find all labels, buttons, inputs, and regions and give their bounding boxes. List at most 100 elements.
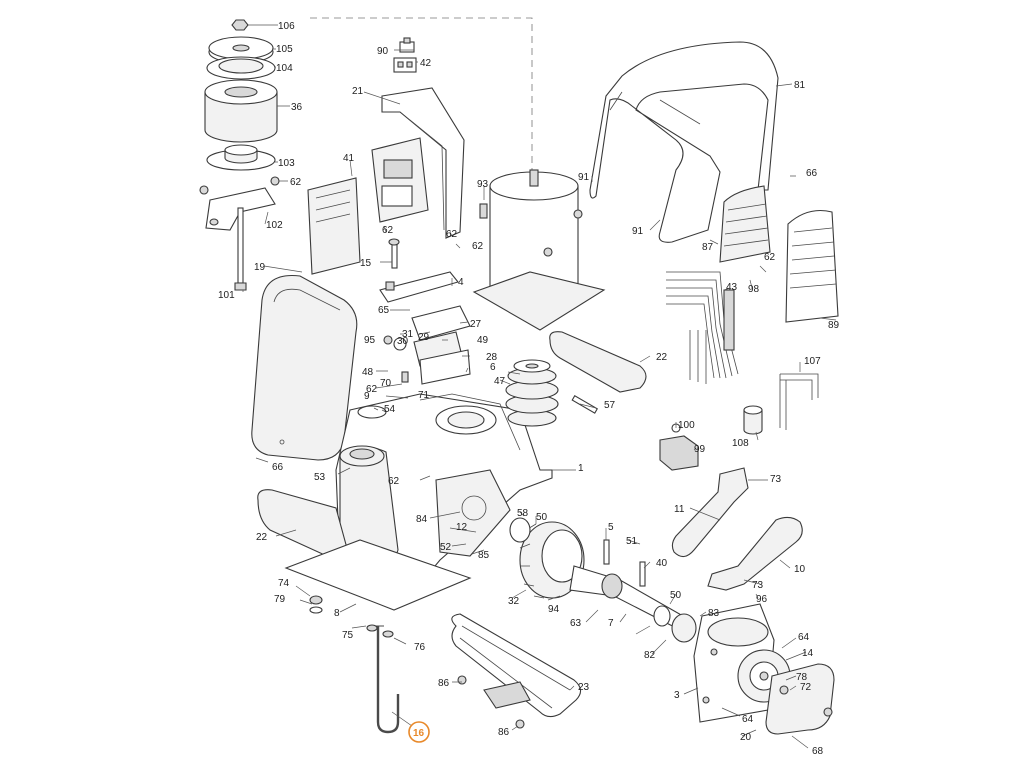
label-62c: 62	[446, 229, 458, 240]
label-91: 91	[578, 172, 590, 183]
part-104-disc	[206, 56, 276, 80]
label-3: 3	[674, 690, 680, 701]
label-20: 20	[740, 732, 752, 743]
label-62f: 62	[388, 476, 400, 487]
part-87-grille	[719, 185, 771, 263]
label-86: 86	[438, 678, 450, 689]
label-71: 71	[418, 390, 430, 401]
label-96: 96	[756, 594, 768, 605]
part-21-control-unit	[371, 87, 465, 239]
label-94: 94	[548, 604, 560, 615]
label-19: 19	[254, 262, 266, 273]
assembly-dash-line	[310, 17, 533, 170]
label-58: 58	[517, 508, 529, 519]
part-27-bracket	[411, 305, 471, 341]
part-107-wire-set	[779, 373, 819, 430]
label-4: 4	[458, 277, 464, 288]
label-27: 27	[470, 319, 482, 330]
part-10-release-lever	[707, 516, 803, 591]
label-54: 54	[384, 404, 396, 415]
label-66b: 66	[806, 168, 818, 179]
label-81: 81	[794, 80, 806, 91]
part-19-side-cover	[251, 274, 358, 461]
part-90-42-connectors	[393, 37, 417, 73]
label-70: 70	[380, 378, 392, 389]
label-62b: 62	[382, 225, 394, 236]
label-11: 11	[674, 504, 685, 515]
label-7: 7	[608, 618, 614, 629]
label-73b: 73	[752, 580, 764, 591]
part-62-screw-top	[199, 176, 280, 195]
label-74: 74	[278, 578, 290, 589]
label-95: 95	[364, 335, 376, 346]
part-108-bushing	[743, 405, 763, 435]
label-43: 43	[726, 282, 738, 293]
label-30: 30	[397, 336, 409, 347]
label-16: 16	[413, 728, 425, 739]
part-41-circuit-board	[307, 177, 361, 275]
part-74-79-75-76-nuts	[309, 595, 394, 638]
label-32: 32	[508, 596, 520, 607]
label-83: 83	[708, 608, 720, 619]
part-22-handle-right	[549, 331, 647, 393]
part-106-nut	[231, 19, 249, 31]
label-100: 100	[678, 420, 695, 431]
leader-lines	[242, 24, 837, 749]
part-4-lever	[379, 271, 459, 303]
part-1-main-housing	[335, 393, 553, 591]
part-93-motor	[472, 169, 606, 331]
label-23: 23	[578, 682, 590, 693]
part-11-release-lever	[671, 467, 749, 558]
label-62: 62	[290, 177, 302, 188]
part-89-grille-panel	[785, 209, 839, 323]
label-85: 85	[478, 550, 490, 561]
label-98: 98	[748, 284, 760, 295]
label-62e: 62	[366, 384, 378, 395]
label-64: 64	[798, 632, 810, 643]
label-68: 68	[812, 746, 824, 757]
label-22: 22	[656, 352, 668, 363]
label-42: 42	[420, 58, 432, 69]
label-66: 66	[272, 462, 284, 473]
part-16-j-bolt	[372, 625, 400, 734]
label-41: 41	[343, 153, 355, 164]
part-36-bearing-block	[204, 79, 278, 143]
part-20-gear-cover	[765, 663, 835, 735]
part-105-pulley	[208, 36, 274, 64]
label-82: 82	[644, 650, 656, 661]
part-81-top-cover	[589, 41, 779, 243]
label-49: 49	[477, 335, 489, 346]
part-5-51-pins	[603, 539, 646, 587]
part-54-ring	[357, 405, 387, 419]
label-14: 14	[802, 648, 814, 659]
part-47-worm-pulley	[505, 359, 559, 427]
label-75: 75	[342, 630, 354, 641]
label-36: 36	[291, 102, 303, 113]
label-90: 90	[377, 46, 389, 57]
label-103: 103	[278, 158, 295, 169]
label-99: 99	[694, 444, 706, 455]
label-89: 89	[828, 320, 840, 331]
label-15: 15	[360, 258, 372, 269]
label-93: 93	[477, 179, 489, 190]
label-86b: 86	[498, 727, 510, 738]
part-95-30-small-parts	[383, 335, 409, 383]
part-32-gear	[519, 521, 585, 599]
label-50b: 50	[670, 590, 682, 601]
part-23-chain	[451, 613, 582, 718]
label-40: 40	[656, 558, 668, 569]
part-99-100-rectifier	[659, 423, 699, 471]
part-labels: 106 105 104 36 103 62 102 101 19 90 42 2…	[218, 21, 840, 757]
part-50-bearing-rings	[509, 517, 697, 643]
label-65: 65	[378, 305, 390, 316]
label-52: 52	[440, 542, 452, 553]
label-108: 108	[732, 438, 749, 449]
label-47: 47	[494, 376, 506, 387]
label-106: 106	[278, 21, 295, 32]
label-28: 28	[486, 352, 498, 363]
label-31: 31	[402, 329, 414, 340]
label-76: 76	[414, 642, 426, 653]
part-103-washer	[206, 144, 276, 171]
label-78: 78	[796, 672, 808, 683]
